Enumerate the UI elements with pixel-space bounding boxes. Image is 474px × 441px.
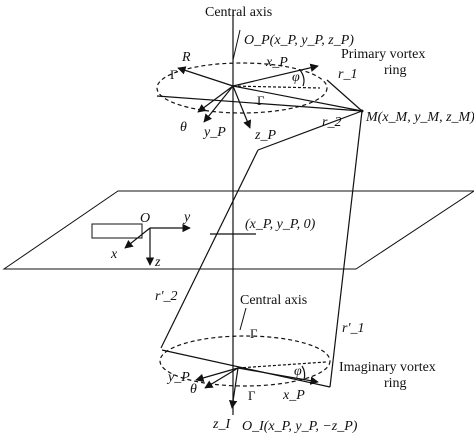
xP-axis-top: [232, 63, 319, 87]
zP-axis-top: [232, 85, 252, 129]
label-r2-prime: r'_2: [155, 289, 177, 304]
primary-vortex-ring: [156, 62, 328, 114]
xP-axis-bottom: [237, 367, 319, 385]
imaginary-vortex-ring: [159, 335, 331, 387]
label-theta-top: θ: [180, 120, 187, 135]
line-r2-primary: [232, 85, 363, 112]
line-M-to-plane: [257, 110, 363, 151]
yP-axis-top: [203, 85, 234, 123]
label-xP-top: x_P: [265, 55, 288, 70]
phi-arc-top: [299, 69, 305, 87]
label-origin-imaginary: O_I(x_P, y_P, −z_P): [242, 419, 358, 434]
label-xP-bottom: x_P: [282, 388, 305, 403]
label-imaginary-ring-1: Imaginary vortex: [339, 360, 436, 375]
line-r1-primary: [326, 79, 363, 112]
point-M: [360, 109, 364, 113]
label-r1-prime: r'_1: [342, 321, 364, 336]
label-origin-primary: O_P(x_P, y_P, z_P): [244, 33, 354, 48]
label-primary-ring-2: ring: [384, 63, 407, 78]
plane-origin-marker: [91, 223, 143, 239]
label-origin-plane: O: [140, 211, 150, 226]
label-z-axis: z: [154, 255, 161, 270]
theta-arrow-top: [197, 85, 234, 113]
line-r1-prime: [329, 110, 363, 388]
ground-plane: [2, 190, 474, 270]
label-gamma-top-left: Γ: [170, 67, 178, 82]
label-yP-bottom: y_P: [166, 370, 190, 385]
line-r2-prime: [160, 149, 259, 349]
label-central-axis-bottom: Central axis: [240, 293, 307, 308]
label-central-axis-top: Central axis: [205, 5, 272, 20]
phi-ref-top: [232, 85, 321, 89]
yP-axis-bottom: [195, 367, 239, 382]
label-phi-top: φ: [292, 70, 300, 85]
line-ring-diameter-imaginary: [161, 349, 331, 388]
label-gamma-top-right: Γ: [257, 93, 265, 108]
label-gamma-bottom-top: Γ: [250, 326, 258, 341]
label-imaginary-ring-2: ring: [384, 376, 407, 391]
theta-arrow-bottom: [204, 367, 239, 389]
phi-ref-bottom: [237, 361, 327, 369]
phi-arc-bottom: [301, 365, 306, 381]
label-primary-ring-1: Primary vortex: [341, 47, 425, 62]
label-r1: r_1: [338, 67, 357, 82]
label-y-axis: y: [182, 210, 191, 225]
label-theta-bottom: θ: [190, 382, 197, 397]
central-axis-leader-top: [232, 29, 241, 61]
label-R: R: [181, 50, 191, 65]
label-gamma-bottom-bottom: Γ: [248, 388, 256, 403]
label-plane-point: (x_P, y_P, 0): [245, 217, 316, 232]
zI-axis: [228, 367, 239, 409]
label-phi-bottom: φ: [294, 364, 302, 379]
label-r2: r_2: [322, 115, 341, 130]
label-M: M(x_M, y_M, z_M): [365, 110, 474, 125]
label-zP-top: z_P: [254, 128, 276, 143]
label-zI: z_I: [212, 417, 231, 432]
label-yP-top: y_P: [202, 125, 226, 140]
label-x-axis: x: [110, 247, 118, 262]
R-radius-top: [177, 66, 234, 87]
central-axis-leader-bottom: [239, 307, 247, 331]
line-ring-diameter-primary: [156, 95, 363, 112]
